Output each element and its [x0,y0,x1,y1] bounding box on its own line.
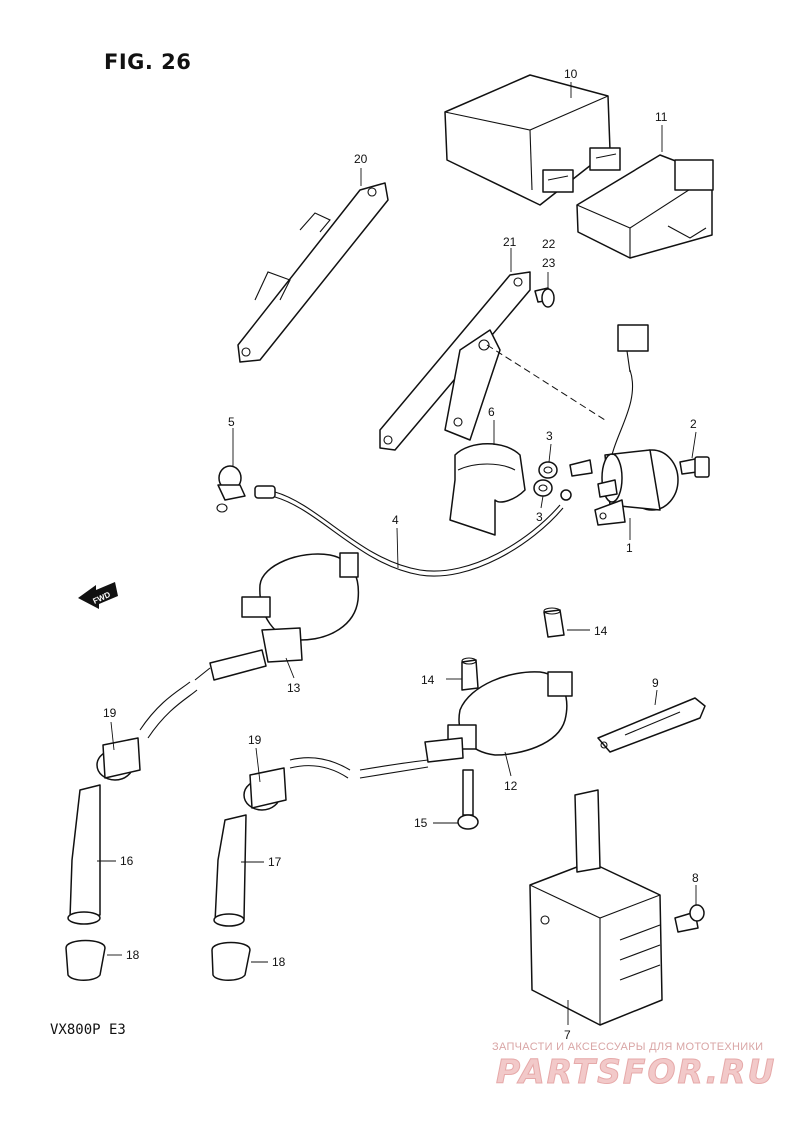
callout-11: 11 [655,110,668,124]
model-code: VX800P E3 [50,1022,126,1038]
callout-15: 15 [414,816,428,830]
callout-leader-lines [97,82,697,1025]
callout-18-right: 18 [272,955,286,969]
callout-2: 2 [690,417,697,431]
callout-4: 4 [392,513,399,527]
igniter-unit-part-10 [444,74,621,206]
ignition-coil-part-13 [194,552,360,681]
bracket-part-21 [379,271,531,451]
ignition-coil-part-12 [359,671,573,779]
bolt-part-15 [457,769,479,830]
callout-19-left: 19 [103,706,117,720]
callout-23: 23 [542,256,556,270]
figure-title: FIG. 26 [104,50,192,74]
plug-cap-part-16 [67,681,198,925]
forward-direction-arrow [78,582,118,609]
rubber-cap-part-18-left [65,939,106,981]
watermark-tagline: ЗАПЧАСТИ И АКСЕССУАРЫ ДЛЯ МОТОТЕХНИКИ [492,1041,764,1053]
callout-6: 6 [488,405,495,419]
callout-21: 21 [503,235,517,249]
screw-part-8 [674,904,705,933]
callout-13: 13 [287,681,301,695]
callout-14-right: 14 [594,624,608,638]
starter-relay-part-1 [569,324,679,526]
callout-3-lower: 3 [536,510,543,524]
watermark-logo: PARTSFOR.RU [495,1052,777,1092]
spacer-part-14 [461,607,565,691]
bracket-part-20 [237,182,389,363]
terminal-boot-part-6 [449,443,526,536]
relay-box-part-11 [576,154,714,259]
regulator-rectifier-part-7 [529,789,663,1026]
callout-18-left: 18 [126,948,140,962]
callout-10: 10 [564,67,578,81]
callout-17: 17 [268,855,282,869]
plug-cap-part-17 [213,757,351,927]
callout-12: 12 [504,779,518,793]
callout-16: 16 [120,854,134,868]
callout-3-upper: 3 [546,429,553,443]
callout-9: 9 [652,676,659,690]
callout-19-right: 19 [248,733,262,747]
callout-1: 1 [626,541,633,555]
callout-7: 7 [564,1028,571,1042]
nut-part-3 [533,461,558,497]
screw-part-22-23 [534,287,555,308]
callout-8: 8 [692,871,699,885]
mounting-line [486,344,606,421]
lead-wire-part-4 [216,465,572,577]
bolt-part-2 [679,456,710,478]
rubber-cap-part-18-right [211,941,251,981]
callout-5: 5 [228,415,235,429]
callout-14-left: 14 [421,673,435,687]
callout-20: 20 [354,152,368,166]
callout-22: 22 [542,237,556,251]
bracket-part-9 [597,697,706,753]
